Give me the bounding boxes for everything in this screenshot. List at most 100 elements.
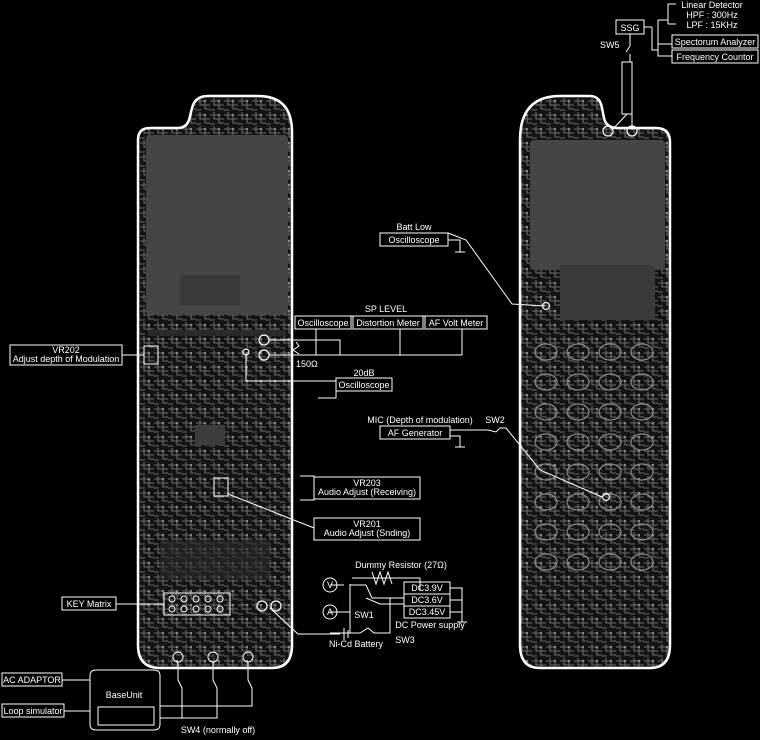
hpf-label: HPF : 300Hz	[686, 10, 738, 20]
key-matrix-point	[216, 595, 224, 603]
keypad-contact	[534, 403, 558, 421]
key-matrix-point	[180, 605, 188, 613]
resistor-150-label: 150Ω	[296, 359, 318, 369]
frequency-counter-label: Frequency Countor	[676, 52, 753, 62]
nicd-battery-label: Ni-Cd Battery	[329, 639, 384, 649]
vr203-description: Audio Adjust (Receiving)	[318, 487, 416, 497]
dummy-resistor-label: Dummy Resistor (27Ω)	[355, 560, 447, 570]
sw2-label: SW2	[485, 415, 505, 425]
key-matrix-label: KEY Matrix	[67, 599, 112, 609]
vr203-label: VR203	[353, 478, 381, 488]
key-matrix-point	[192, 595, 200, 603]
keypad-contact	[630, 343, 654, 361]
rf-test-point-2	[626, 125, 638, 137]
keypad-contact	[534, 433, 558, 451]
power-supply-wiring	[269, 570, 467, 640]
keypad-contact	[566, 493, 590, 511]
sp-test-point-1	[258, 334, 270, 346]
sp-level-label: SP LEVEL	[365, 304, 407, 314]
ammeter-label: A	[327, 607, 333, 617]
vr202-wiring	[9, 344, 159, 366]
keypad-contact	[534, 373, 558, 391]
distortion-meter-label: Distortion Meter	[356, 318, 420, 328]
ac-adaptor-label: AC ADAPTOR	[3, 675, 61, 685]
vr201-description: Audio Adjust (Snding)	[324, 528, 411, 538]
keypad-contact	[534, 523, 558, 541]
key-matrix-point	[204, 605, 212, 613]
keypad-contact	[566, 373, 590, 391]
spectrum-analyzer-label: Spectorum Analyzer	[675, 37, 756, 47]
batt-low-test-point	[541, 301, 551, 311]
base-unit-label: BaseUnit	[106, 690, 143, 700]
vr-adjust-wiring	[213, 475, 421, 541]
20db-test-point	[242, 348, 250, 356]
sw3-label: SW3	[395, 635, 415, 645]
right-pcb-board	[518, 94, 672, 670]
keypad-contact	[630, 523, 654, 541]
af-generator-label: AF Generator	[388, 428, 443, 438]
keypad-contact	[534, 463, 558, 481]
dc36-label: DC3.6V	[411, 595, 443, 605]
base-unit-wiring	[1, 651, 254, 731]
ammeter-symbol	[322, 604, 338, 620]
keypad-contact	[598, 493, 622, 511]
key-matrix-point	[192, 605, 200, 613]
20db-oscilloscope: Oscilloscope	[338, 380, 389, 390]
batt-low-wiring	[379, 232, 546, 307]
keypad-contact	[566, 433, 590, 451]
vr201-label: VR201	[353, 519, 381, 529]
sp-test-point-2	[258, 349, 270, 361]
key-matrix-point	[180, 595, 188, 603]
keypad-contact	[598, 553, 622, 571]
top-instrument-group	[611, 3, 759, 131]
keypad-contact	[534, 343, 558, 361]
loop-simulator-label: Loop simulator	[3, 706, 62, 716]
lpf-label: LPF : 15KHz	[686, 20, 738, 30]
linear-detector-label: Linear Detector	[681, 0, 743, 10]
keypad-contact	[630, 493, 654, 511]
voltmeter-label: V	[327, 580, 333, 590]
voltmeter-symbol	[322, 577, 338, 593]
key-matrix-wiring	[61, 592, 231, 616]
keypad-contact	[566, 553, 590, 571]
dc345-label: DC3.45V	[409, 607, 446, 617]
keypad-contact	[598, 433, 622, 451]
sw1-label: SW1	[354, 610, 374, 620]
keypad-contact	[598, 373, 622, 391]
keypad-contact	[534, 493, 558, 511]
rf-test-point-1	[602, 125, 614, 137]
sp-level-wiring	[245, 315, 488, 399]
power-test-point-2	[270, 600, 282, 612]
ssg-label: SSG	[620, 23, 639, 33]
keypad-contact	[630, 463, 654, 481]
keypad-contact	[630, 553, 654, 571]
key-matrix-point	[204, 595, 212, 603]
left-pcb-board	[136, 94, 294, 670]
key-matrix-point	[168, 595, 176, 603]
sw4-label: SW4 (normally off)	[181, 725, 255, 735]
keypad-contact	[566, 343, 590, 361]
dc-power-supply-label: DC Power supply	[395, 620, 465, 630]
mic-test-point	[601, 492, 611, 502]
keypad-contact	[630, 403, 654, 421]
keypad-contact	[598, 343, 622, 361]
keypad-contact	[598, 403, 622, 421]
af-volt-meter-label: AF Volt Meter	[429, 318, 484, 328]
vr202-description: Adjust depth of Modulation	[13, 354, 120, 364]
key-matrix-points	[168, 595, 224, 613]
batt-low-oscilloscope: Oscilloscope	[388, 235, 439, 245]
vr202-label: VR202	[52, 345, 80, 355]
keypad-contact	[598, 523, 622, 541]
keypad-contact	[630, 433, 654, 451]
sp-oscilloscope: Oscilloscope	[297, 318, 348, 328]
20db-label: 20dB	[353, 368, 374, 378]
power-test-point-1	[256, 600, 268, 612]
keypad-contact	[598, 463, 622, 481]
keypad-contact	[566, 403, 590, 421]
keypad-contact	[566, 463, 590, 481]
key-matrix-point	[216, 605, 224, 613]
sw5-label: SW5	[600, 40, 620, 50]
key-matrix-point	[168, 605, 176, 613]
